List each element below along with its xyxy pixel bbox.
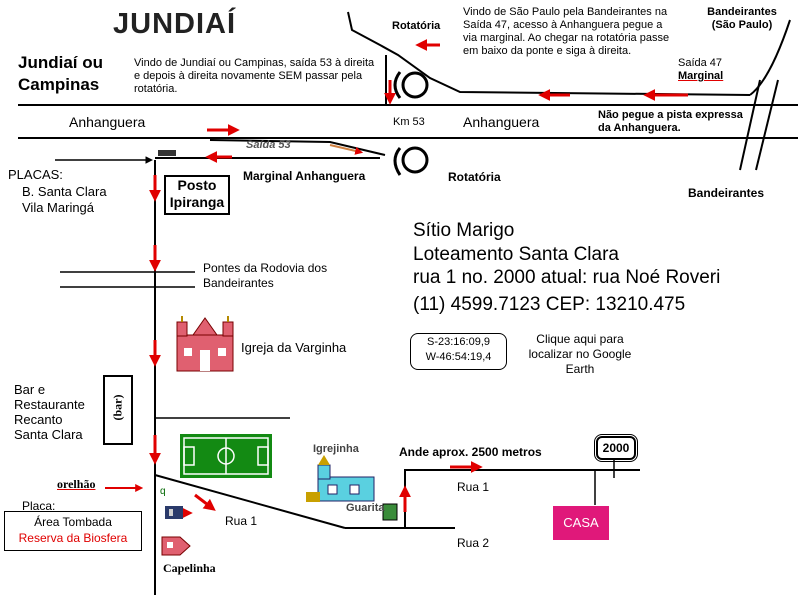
bridges xyxy=(60,271,195,288)
bar-sign-text: (bar) xyxy=(110,394,125,421)
bar-sign xyxy=(103,375,133,445)
guarita-icon xyxy=(382,503,398,521)
plaque-area-tombada: Área Tombada xyxy=(34,515,112,529)
plaque-reserva-biosfera: Reserva da Biosfera xyxy=(18,531,128,545)
label-anhanguera-left: Anhanguera xyxy=(69,114,146,130)
info-subdivision: Loteamento Santa Clara xyxy=(413,244,619,265)
label-km53: Km 53 xyxy=(393,116,425,128)
roundabout-top xyxy=(401,71,429,99)
label-igreja-varginha: Igreja da Varginha xyxy=(241,340,347,355)
small-church-icon xyxy=(306,455,375,502)
house-number-sign: 2000 xyxy=(594,434,638,462)
svg-text:q: q xyxy=(160,486,166,497)
posto-ipiranga-sign: Posto Ipiranga xyxy=(164,175,230,215)
label-guarita: Guarita xyxy=(346,502,385,514)
anhanguera-highway xyxy=(18,104,798,139)
label-igrejinha: Igrejinha xyxy=(313,443,359,455)
label-placa: Placa: xyxy=(22,499,56,513)
label-marginal: Marginal xyxy=(678,70,724,82)
info-site-name: Sítio Marigo xyxy=(413,220,515,241)
label-orelhao: orelhão xyxy=(57,477,96,491)
label-pontes: Pontes da Rodovia dos Bandeirantes xyxy=(203,261,328,290)
soccer-field-icon xyxy=(180,434,272,478)
label-marginal-anhanguera: Marginal Anhanguera xyxy=(243,169,366,183)
label-rua1-right: Rua 1 xyxy=(457,480,490,494)
saida-53-road xyxy=(55,139,386,164)
map-title: JUNDIAÍ xyxy=(113,8,237,40)
label-placa-vila-maringa: Vila Maringá xyxy=(22,200,95,215)
church-icon xyxy=(176,316,234,372)
instruction-sao-paulo: Vindo de São Paulo pela Bandeirantes na … xyxy=(463,6,670,57)
label-rua2: Rua 2 xyxy=(457,536,490,550)
label-nao-pegue: Não pegue a pista expressa da Anhanguera… xyxy=(598,109,743,134)
casa-house-marker: CASA xyxy=(553,506,609,540)
label-placa-santa-clara: B. Santa Clara xyxy=(22,184,107,199)
reserve-plaque-box: Área Tombada Reserva da Biosfera xyxy=(4,511,142,551)
label-ande: Ande aprox. 2500 metros xyxy=(399,445,542,459)
bandeirantes-highway xyxy=(739,79,779,171)
label-bar-restaurante: Bar e Restaurante Recanto Santa Clara xyxy=(14,382,85,442)
coord-longitude: W-46:54:19,4 xyxy=(425,351,492,363)
roundabout-bottom xyxy=(401,146,429,174)
label-anhanguera-right: Anhanguera xyxy=(463,114,540,130)
label-saida-53: Saída 53 xyxy=(246,139,291,151)
label-rotatoria-bottom: Rotatória xyxy=(448,170,501,184)
label-saida-47: Saída 47 xyxy=(678,57,723,69)
label-jundiai-campinas: Jundiaí ou Campinas xyxy=(18,53,103,94)
label-bandeirantes-sp: Bandeirantes (São Paulo) xyxy=(707,6,777,31)
label-capelinha: Capelinha xyxy=(163,561,216,575)
info-phone-cep: (11) 4599.7123 CEP: 13210.475 xyxy=(413,294,686,315)
google-earth-link[interactable]: Clique aqui para localizar no Google Ear… xyxy=(528,332,632,376)
capelinha-icon xyxy=(161,536,191,556)
instruction-jundiai: Vindo de Jundiaí ou Campinas, saída 53 à… xyxy=(134,57,375,95)
plaque-icon xyxy=(165,506,183,519)
label-rua1-left: Rua 1 xyxy=(225,514,258,528)
info-address: rua 1 no. 2000 atual: rua Noé Roveri xyxy=(413,267,721,288)
label-placas: PLACAS: xyxy=(8,167,63,182)
label-rotatoria-top: Rotatória xyxy=(392,20,441,32)
coord-latitude: S-23:16:09,9 xyxy=(427,336,490,348)
label-bandeirantes: Bandeirantes xyxy=(688,186,765,200)
coordinates-box[interactable]: S-23:16:09,9 W-46:54:19,4 xyxy=(410,333,507,370)
